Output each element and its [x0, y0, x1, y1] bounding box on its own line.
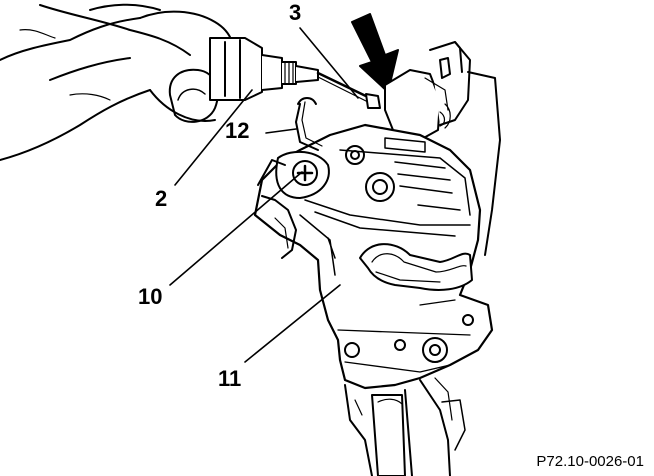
leader-line-12 — [265, 128, 297, 134]
pin-part-3 — [365, 93, 381, 109]
leader-line-3 — [299, 27, 359, 99]
callout-11: 11 — [218, 366, 242, 391]
actuator-motor — [384, 41, 501, 256]
insertion-arrow-icon — [351, 13, 399, 93]
lower-mechanism — [344, 377, 466, 476]
screw-part-10 — [257, 150, 330, 259]
leader-line-11 — [244, 284, 341, 363]
callout-3: 3 — [289, 0, 302, 25]
callout-10: 10 — [138, 284, 163, 309]
figure-reference: P72.10-0026-01 — [536, 453, 644, 470]
link-rod-part-12 — [295, 97, 323, 151]
hand — [0, 3, 235, 161]
leader-line-10 — [169, 171, 303, 286]
leader-line-2 — [174, 89, 253, 186]
connector-part-2 — [209, 37, 372, 103]
callout-2: 2 — [155, 186, 168, 211]
leader-lines — [169, 27, 359, 363]
callout-12: 12 — [225, 118, 250, 143]
